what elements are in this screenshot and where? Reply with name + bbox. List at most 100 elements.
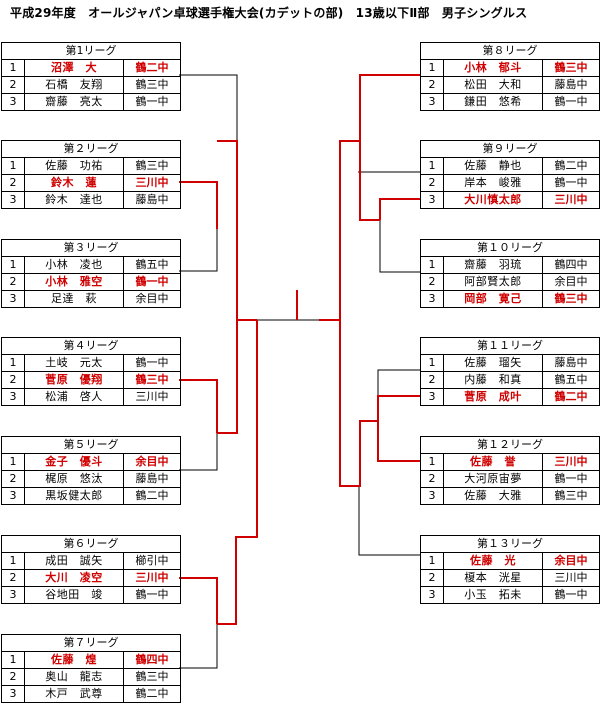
rank-cell: 3 (421, 587, 444, 603)
league-name: 第７リーグ (2, 635, 180, 652)
school-name: 三川中 (554, 571, 588, 584)
school-name: 鶴四中 (554, 258, 588, 271)
rank-cell: 1 (421, 257, 444, 273)
league-name: 第３リーグ (2, 240, 180, 257)
bracket-line (379, 220, 420, 273)
school-name: 余目中 (135, 292, 169, 305)
player-name: 谷地田 竣 (25, 587, 124, 603)
player-name: 佐藤 煌 (25, 652, 124, 668)
rank-cell: 2 (421, 175, 444, 191)
player-name: 石橋 友翔 (25, 77, 124, 93)
rank-cell: 2 (2, 471, 25, 487)
player-name: 菅原 成叶 (444, 389, 543, 405)
school-name: 鶴二中 (135, 489, 169, 502)
school-name: 鶴三中 (135, 159, 169, 172)
rank-cell: 1 (421, 553, 444, 569)
school-name: 余目中 (554, 275, 588, 288)
player-name: 松浦 啓人 (25, 389, 124, 405)
league-name: 第９リーグ (421, 141, 599, 158)
player-name: 佐藤 功祐 (25, 158, 124, 174)
player-name: 佐藤 誉 (444, 454, 543, 470)
rank-cell: 1 (421, 158, 444, 174)
rank-cell: 2 (2, 372, 25, 388)
player-name: 木戸 武尊 (25, 686, 124, 702)
rank-cell: 1 (2, 60, 25, 76)
player-name: 沼澤 大 (25, 60, 124, 76)
player-name: 松田 大和 (444, 77, 543, 93)
school-name: 鶴三中 (135, 78, 169, 91)
player-name: 梶原 悠汰 (25, 471, 124, 487)
rank-cell: 2 (421, 372, 444, 388)
rank-cell: 3 (421, 488, 444, 504)
rank-cell: 3 (2, 686, 25, 702)
rank-cell: 3 (2, 587, 25, 603)
rank-cell: 2 (2, 274, 25, 290)
rank-cell: 2 (2, 77, 25, 93)
rank-cell: 1 (421, 60, 444, 76)
rank-cell: 2 (2, 669, 25, 685)
player-name: 鈴木 蓮 (25, 175, 124, 191)
player-name: 大川 凌空 (25, 570, 124, 586)
school-name: 鶴五中 (135, 258, 169, 271)
player-name: 齋藤 亮太 (25, 94, 124, 110)
league-name: 第1リーグ (2, 43, 180, 60)
rank-cell: 3 (2, 192, 25, 208)
player-name: 小林 凌也 (25, 257, 124, 273)
player-name: 鎌田 悠希 (444, 94, 543, 110)
bracket-line-winner (319, 74, 420, 321)
player-name: 鈴木 達也 (25, 192, 124, 208)
player-name: 岸本 峻雅 (444, 175, 543, 191)
bracket-line (358, 486, 420, 556)
bracket-line-winner (179, 379, 218, 433)
rank-cell: 3 (2, 389, 25, 405)
player-name: 小林 郁斗 (444, 60, 543, 76)
school-name: 余目中 (135, 455, 169, 468)
school-name: 鶴一中 (135, 275, 169, 288)
school-name: 鶴一中 (135, 588, 169, 601)
bracket-line-winner (377, 421, 420, 462)
school-name: 鶴二中 (135, 61, 169, 74)
school-name: 藤島中 (135, 193, 169, 206)
player-name: 土岐 元太 (25, 355, 124, 371)
rank-cell: 1 (421, 355, 444, 371)
league-name: 第６リーグ (2, 536, 180, 553)
rank-cell: 3 (421, 291, 444, 307)
rank-cell: 2 (421, 570, 444, 586)
school-name: 藤島中 (554, 356, 588, 369)
rank-cell: 1 (421, 454, 444, 470)
school-name: 余目中 (554, 554, 588, 567)
rank-cell: 1 (2, 257, 25, 273)
school-name: 三川中 (135, 390, 169, 403)
bracket-line (179, 74, 238, 141)
bracket-line-winner (379, 198, 420, 220)
player-name: 佐藤 静也 (444, 158, 543, 174)
rank-cell: 3 (2, 94, 25, 110)
rank-cell: 1 (2, 158, 25, 174)
